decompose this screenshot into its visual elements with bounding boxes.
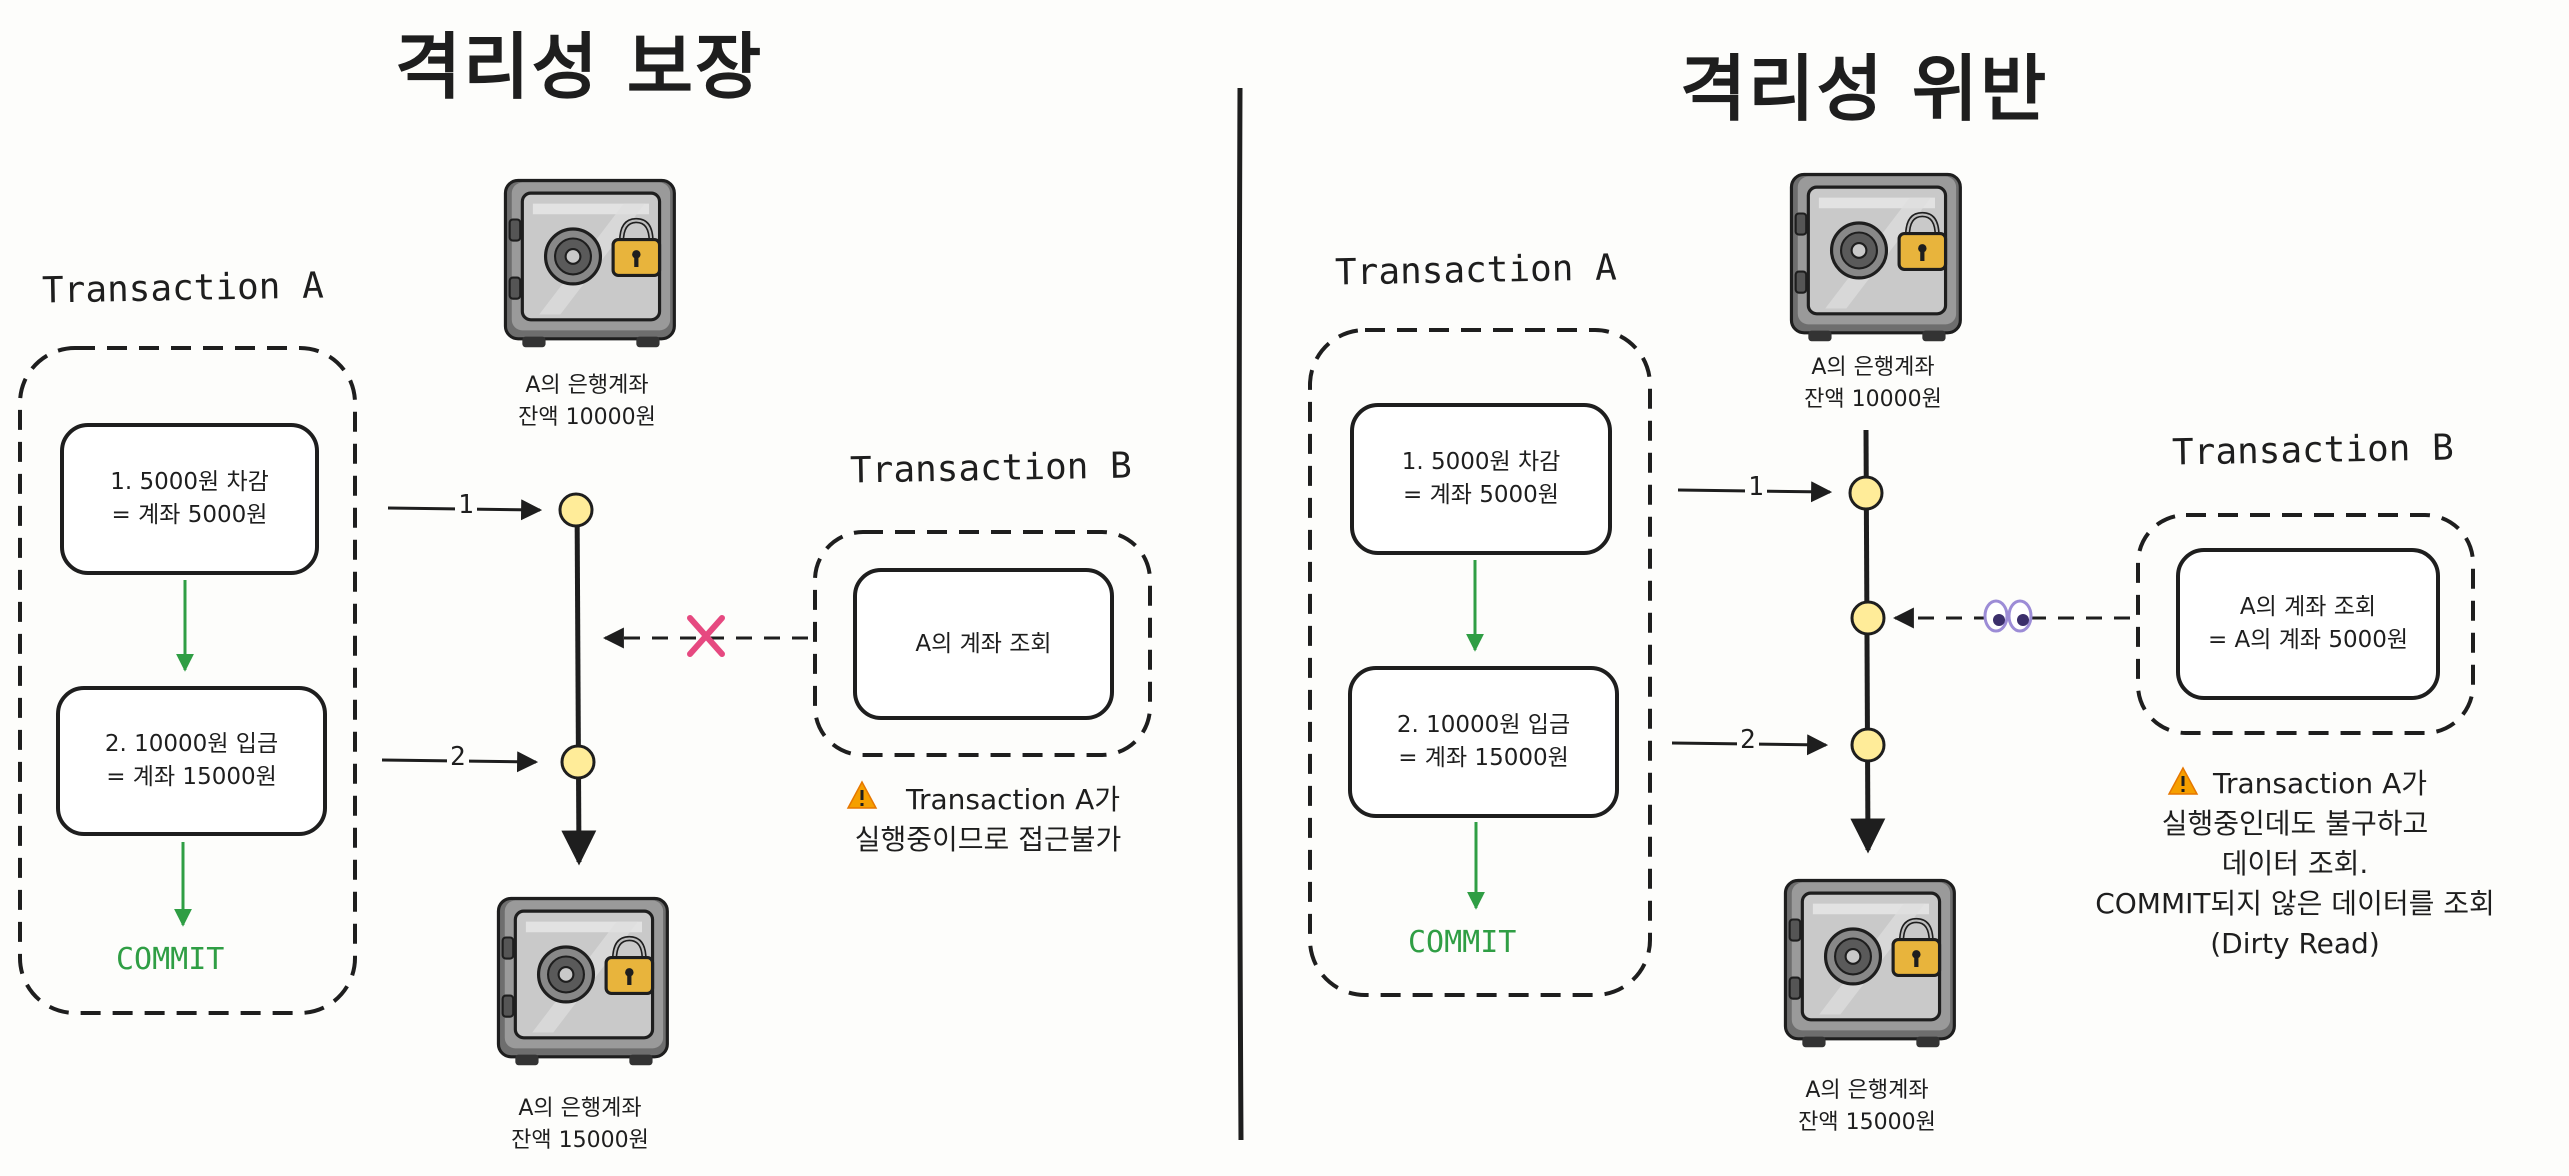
right-txb-query: A의 계좌 조회 = A의 계좌 5000원: [2178, 550, 2438, 698]
right-step2-text: 2. 10000원 입금 = 계좌 15000원: [1350, 668, 1617, 816]
right-txa-container: [1308, 328, 1652, 997]
warning-icon: [2167, 766, 2199, 795]
left-arrow-2-label: 2: [447, 742, 469, 772]
right-node-1: [1848, 475, 1884, 511]
right-vault-top-icon: [1791, 174, 1960, 341]
right-note: Transaction A가 실행중인데도 불구하고 데이터 조회. COMMI…: [2045, 764, 2545, 964]
right-step1-line1: 1. 5000원 차감: [1401, 449, 1561, 475]
right-vault-top-line2: 잔액 10000원: [1804, 387, 1942, 412]
right-node-2: [1850, 727, 1886, 763]
left-step1-line1: 1. 5000원 차감: [110, 469, 269, 495]
right-note-line3: 데이터 조회.: [2221, 847, 2369, 880]
left-note-line1: Transaction A가: [906, 783, 1120, 816]
left-note: Transaction A가 실행중이므로 접근불가: [818, 780, 1158, 860]
right-step2-line2: = 계좌 15000원: [1398, 745, 1569, 771]
right-txb-query-line1: A의 계좌 조회: [2239, 594, 2377, 620]
warning-icon: [846, 780, 878, 809]
right-title: 격리성 위반: [1680, 47, 2049, 131]
left-node-2: [560, 744, 596, 780]
left-vault-top-icon: [505, 180, 674, 347]
left-vault-bottom-line2: 잔액 15000원: [511, 1128, 649, 1153]
right-txb-box: [2176, 548, 2440, 700]
right-step1-line2: = 계좌 5000원: [1403, 482, 1559, 508]
left-step2-line2: = 계좌 15000원: [106, 764, 277, 790]
left-title: 격리성 보장: [395, 25, 764, 109]
left-vault-bottom-icon: [498, 898, 667, 1065]
left-vault-bottom-caption: A의 은행계좌 잔액 15000원: [455, 1093, 705, 1157]
left-node-1: [558, 492, 594, 528]
left-vault-top-line1: A의 은행계좌: [525, 373, 649, 398]
right-txb-query-line2: = A의 계좌 5000원: [2207, 627, 2409, 653]
left-step2-box: [56, 686, 327, 836]
right-note-line5: (Dirty Read): [2210, 927, 2380, 960]
left-step1-line2: = 계좌 5000원: [111, 502, 268, 528]
left-step1-box: [60, 423, 319, 575]
right-step1-box: [1350, 403, 1612, 555]
left-step2-text: 2. 10000원 입금 = 계좌 15000원: [58, 688, 325, 834]
right-note-line1: Transaction A가: [2213, 767, 2427, 800]
right-arrow-1-label: 1: [1745, 472, 1767, 502]
right-step2-box: [1348, 666, 1619, 818]
left-vault-bottom-line1: A의 은행계좌: [518, 1096, 642, 1121]
right-vault-top-line1: A의 은행계좌: [1811, 355, 1935, 380]
right-arrow-2-label: 2: [1737, 725, 1759, 755]
divider-line: [1236, 87, 1244, 1141]
left-txb-query: A의 계좌 조회: [915, 630, 1052, 657]
left-note-line2: 실행중이므로 접근불가: [854, 823, 1122, 856]
left-step1-text: 1. 5000원 차감 = 계좌 5000원: [62, 425, 317, 573]
right-txb-label: Transaction B: [2171, 427, 2455, 474]
left-commit-label: COMMIT: [116, 942, 225, 977]
right-vault-top-caption: A의 은행계좌 잔액 10000원: [1748, 352, 1998, 416]
right-note-line2: 실행중인데도 불구하고: [2161, 807, 2429, 840]
right-step1-text: 1. 5000원 차감 = 계좌 5000원: [1352, 405, 1610, 553]
right-step2-line1: 2. 10000원 입금: [1396, 712, 1571, 738]
left-txa-label: Transaction A: [41, 265, 325, 312]
right-vault-bottom-icon: [1785, 880, 1954, 1047]
right-vault-bottom-caption: A의 은행계좌 잔액 15000원: [1742, 1075, 1992, 1139]
left-vault-top-line2: 잔액 10000원: [518, 405, 656, 430]
left-txa-container: [18, 346, 357, 1015]
right-note-line4: COMMIT되지 않은 데이터를 조회: [2095, 887, 2495, 920]
right-commit-label: COMMIT: [1408, 925, 1517, 960]
right-vault-bottom-line1: A의 은행계좌: [1805, 1078, 1929, 1103]
right-node-peek: [1850, 600, 1886, 636]
cross-mark-icon: [687, 615, 725, 657]
left-arrow-1-label: 1: [455, 490, 477, 520]
left-vault-top-caption: A의 은행계좌 잔액 10000원: [462, 370, 712, 434]
left-txb-label: Transaction B: [849, 445, 1133, 492]
left-timeline: [561, 494, 597, 866]
eyes-icon: [1983, 599, 2033, 633]
left-txb-box: [853, 568, 1114, 720]
left-step2-line1: 2. 10000원 입금: [104, 731, 279, 757]
right-txa-label: Transaction A: [1334, 247, 1618, 294]
right-vault-bottom-line2: 잔액 15000원: [1798, 1110, 1936, 1135]
